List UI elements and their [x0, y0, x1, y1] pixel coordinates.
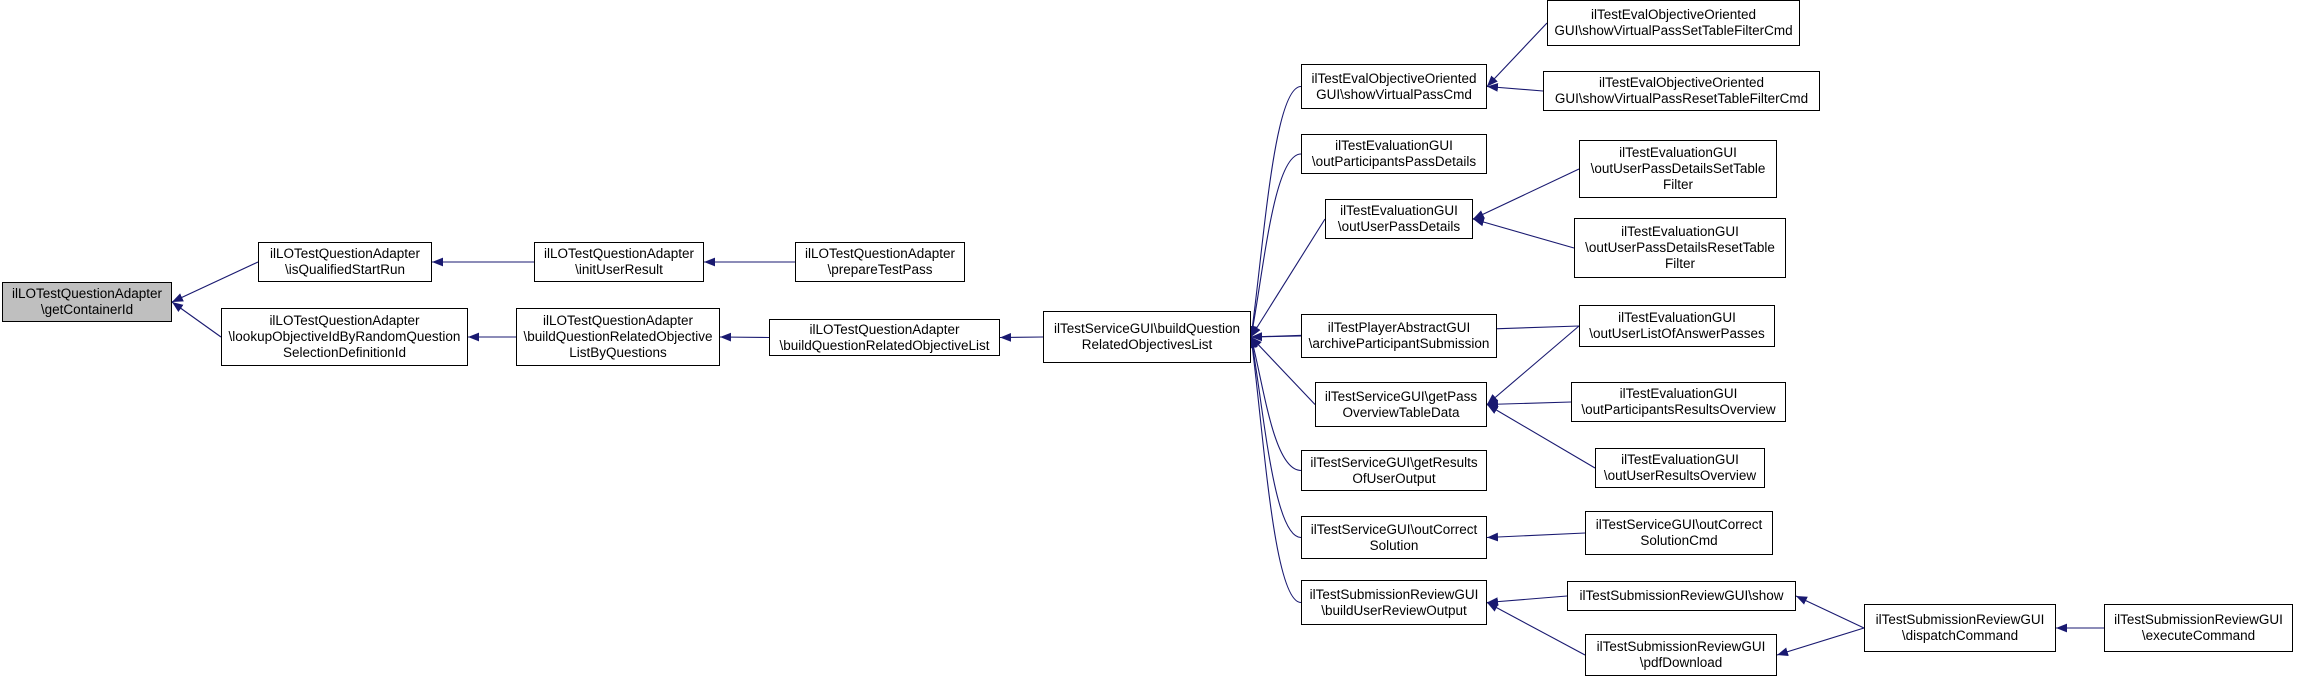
function-node[interactable]: ilTestPlayerAbstractGUI \archiveParticip… [1301, 314, 1497, 358]
function-node-label: ilTestEvaluationGUI \outUserPassDetailsS… [1590, 145, 1766, 192]
call-edge-n1-to-n0 [171, 261, 259, 303]
call-edge-n17-to-n8 [1486, 82, 1544, 92]
function-node-label: ilTestServiceGUI\outCorrect Solution [1310, 521, 1478, 553]
function-node[interactable]: ilLOTestQuestionAdapter \buildQuestionRe… [769, 319, 1000, 356]
function-node-label: ilLOTestQuestionAdapter \initUserResult [543, 246, 695, 277]
call-edge-n8-to-n7 [1248, 85, 1302, 338]
function-node[interactable]: ilTestEvaluationGUI \outUserPassDetailsR… [1574, 218, 1786, 278]
function-node[interactable]: ilTestServiceGUI\getResults OfUserOutput [1301, 450, 1487, 491]
call-edge-n26-to-n25 [1776, 627, 1865, 656]
function-node-label: ilTestEvaluationGUI \outUserPassDetails [1337, 203, 1461, 234]
function-node-label: ilTestEvalObjectiveOriented GUI\showVirt… [1554, 75, 1809, 106]
function-node-label: ilTestEvaluationGUI \outParticipantsPass… [1311, 138, 1477, 169]
function-node[interactable]: ilLOTestQuestionAdapter \buildQuestionRe… [516, 308, 720, 366]
function-node[interactable]: ilTestEvaluationGUI \outParticipantsPass… [1301, 134, 1487, 174]
function-node[interactable]: ilTestServiceGUI\getPass OverviewTableDa… [1315, 382, 1487, 427]
call-edge-n24-to-n15 [1486, 595, 1568, 606]
function-node-label: ilLOTestQuestionAdapter \isQualifiedStar… [269, 246, 421, 277]
function-node-label: ilTestSubmissionReviewGUI \dispatchComma… [1875, 612, 2045, 643]
function-node[interactable]: ilLOTestQuestionAdapter \prepareTestPass [795, 242, 965, 282]
function-node[interactable]: ilTestEvalObjectiveOriented GUI\showVirt… [1543, 71, 1820, 111]
call-edge-n6-to-n4 [719, 332, 770, 342]
function-node-label: ilLOTestQuestionAdapter \getContainerId [11, 286, 163, 317]
function-node[interactable]: ilTestSubmissionReviewGUI \dispatchComma… [1864, 604, 2056, 652]
function-node[interactable]: ilTestServiceGUI\outCorrect Solution [1301, 516, 1487, 559]
function-node-label: ilTestSubmissionReviewGUI\show [1579, 588, 1784, 603]
function-node-label: ilTestSubmissionReviewGUI \pdfDownload [1596, 639, 1766, 670]
function-node[interactable]: ilTestEvaluationGUI \outUserListOfAnswer… [1579, 305, 1775, 347]
call-edge-n18-to-n10 [1472, 168, 1580, 220]
function-node-label: ilTestEvaluationGUI \outUserResultsOverv… [1603, 452, 1757, 483]
function-node[interactable]: ilTestSubmissionReviewGUI\show [1567, 581, 1796, 611]
call-edge-n14-to-n7 [1248, 336, 1302, 539]
function-node-label: ilTestEvaluationGUI \outParticipantsResu… [1581, 386, 1776, 417]
call-edge-n20-to-n12 [1486, 325, 1580, 405]
function-node-label: ilTestSubmissionReviewGUI \buildUserRevi… [1309, 586, 1479, 618]
function-node-label: ilLOTestQuestionAdapter \buildQuestionRe… [523, 313, 713, 360]
call-edge-n25-to-n15 [1486, 602, 1586, 656]
function-node-label: ilTestEvaluationGUI \outUserPassDetailsR… [1585, 224, 1775, 271]
call-edge-n7-to-n6 [999, 332, 1044, 342]
call-edge-n10-to-n7 [1250, 218, 1326, 338]
call-graph-edges [171, 22, 2104, 656]
function-node[interactable]: ilTestServiceGUI\outCorrect SolutionCmd [1585, 511, 1773, 555]
call-edge-n12-to-n7 [1250, 336, 1316, 405]
function-node-label: ilLOTestQuestionAdapter \buildQuestionRe… [779, 321, 990, 353]
function-node-label: ilTestEvaluationGUI \outUserListOfAnswer… [1589, 310, 1765, 341]
call-edge-n15-to-n7 [1248, 336, 1302, 604]
function-node[interactable]: ilTestEvaluationGUI \outUserPassDetails [1325, 199, 1473, 239]
function-node-label: ilTestServiceGUI\buildQuestion RelatedOb… [1053, 321, 1241, 352]
function-node[interactable]: ilTestSubmissionReviewGUI \executeComman… [2104, 604, 2293, 652]
call-edge-n13-to-n7 [1249, 336, 1302, 472]
function-node[interactable]: ilLOTestQuestionAdapter \initUserResult [534, 242, 704, 282]
root-function-node: ilLOTestQuestionAdapter \getContainerId [2, 282, 172, 322]
function-node-label: ilTestPlayerAbstractGUI \archiveParticip… [1308, 320, 1490, 351]
function-node[interactable]: ilTestEvaluationGUI \outParticipantsResu… [1571, 382, 1786, 422]
call-edge-n22-to-n12 [1486, 404, 1596, 469]
call-edge-n26-to-n24 [1795, 595, 1865, 629]
function-node[interactable]: ilTestServiceGUI\buildQuestion RelatedOb… [1043, 311, 1251, 363]
function-node-label: ilTestServiceGUI\getResults OfUserOutput [1310, 454, 1478, 486]
function-node[interactable]: ilLOTestQuestionAdapter \isQualifiedStar… [258, 242, 432, 282]
function-node-label: ilLOTestQuestionAdapter \prepareTestPass [804, 246, 956, 277]
function-node[interactable]: ilTestEvalObjectiveOriented GUI\showVirt… [1547, 0, 1800, 46]
function-node[interactable]: ilLOTestQuestionAdapter \lookupObjective… [221, 308, 468, 366]
call-edge-n16-to-n8 [1486, 22, 1548, 87]
function-node[interactable]: ilTestEvalObjectiveOriented GUI\showVirt… [1301, 64, 1487, 109]
function-node[interactable]: ilTestSubmissionReviewGUI \buildUserRevi… [1301, 580, 1487, 625]
function-node-label: ilLOTestQuestionAdapter \lookupObjective… [228, 313, 461, 360]
function-node[interactable]: ilTestSubmissionReviewGUI \pdfDownload [1585, 634, 1777, 676]
function-node-label: ilTestSubmissionReviewGUI \executeComman… [2114, 612, 2283, 643]
function-node-label: ilTestEvalObjectiveOriented GUI\showVirt… [1554, 7, 1793, 38]
function-node-label: ilTestEvalObjectiveOriented GUI\showVirt… [1311, 70, 1477, 102]
call-edge-n21-to-n12 [1486, 399, 1572, 409]
call-edge-n23-to-n14 [1486, 532, 1586, 542]
function-node[interactable]: ilTestEvaluationGUI \outUserPassDetailsS… [1579, 140, 1777, 198]
function-node-label: ilTestServiceGUI\outCorrect SolutionCmd [1595, 517, 1763, 548]
function-node-label: ilTestServiceGUI\getPass OverviewTableDa… [1324, 388, 1478, 420]
function-node[interactable]: ilTestEvaluationGUI \outUserResultsOverv… [1595, 448, 1765, 488]
call-edge-n9-to-n7 [1248, 153, 1302, 338]
call-edge-n2-to-n0 [171, 301, 222, 338]
call-edge-n19-to-n10 [1472, 217, 1575, 249]
